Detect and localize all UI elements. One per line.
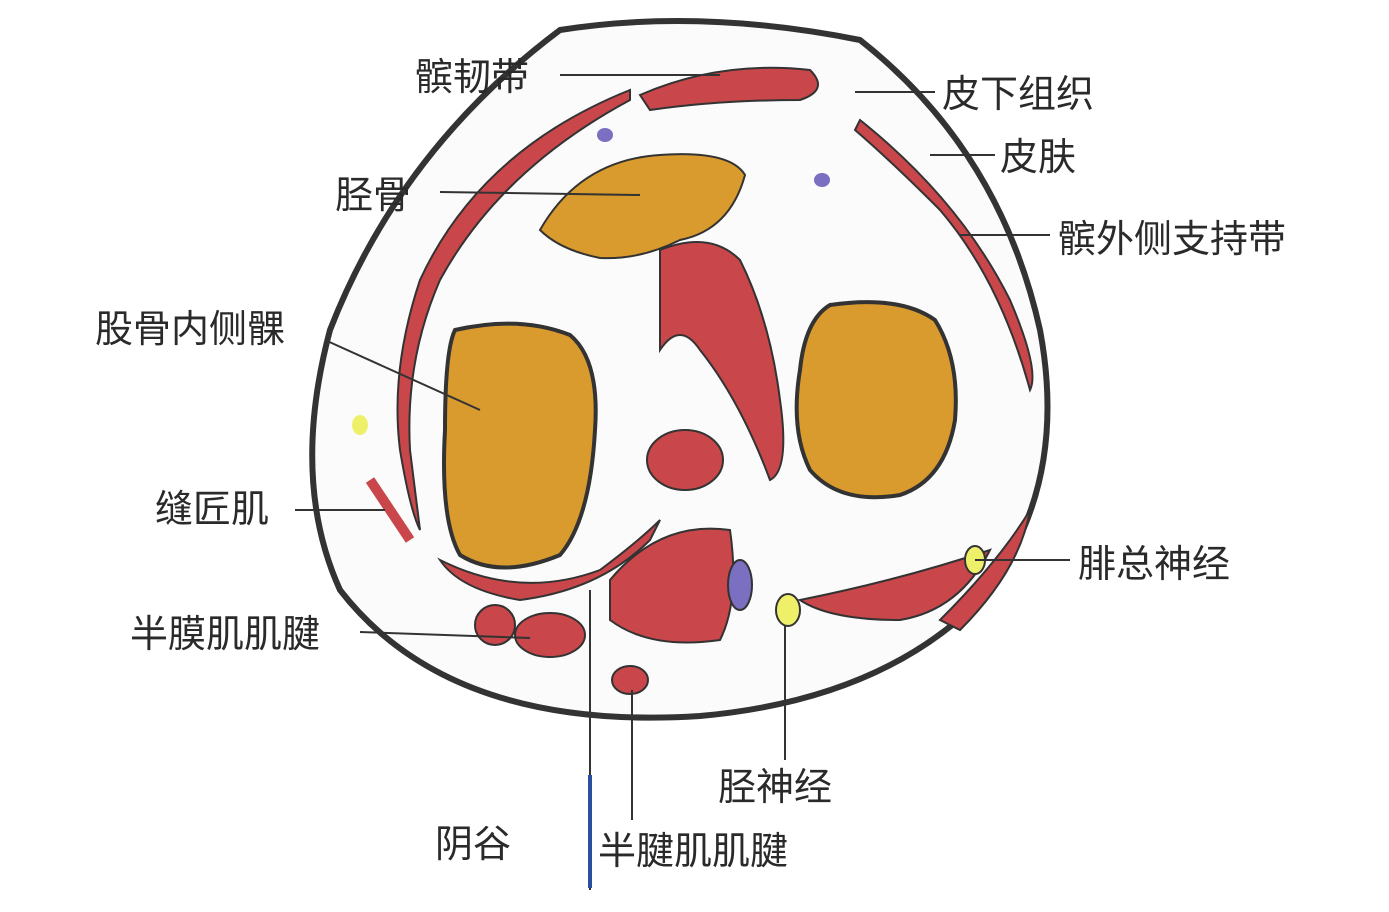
label-tibia: 胫骨 — [335, 173, 412, 217]
medial-femoral-condyle — [442, 321, 598, 570]
label-patellar-ligament: 髌韧带 — [415, 55, 530, 99]
semimembranosus-tendon-2 — [474, 604, 516, 646]
label-common-peroneal-nerve: 腓总神经 — [1078, 542, 1231, 586]
lateral-muscle — [797, 548, 992, 622]
label-lateral-patellar-retinaculum: 髌外侧支持带 — [1058, 217, 1287, 261]
nerve-small — [352, 415, 368, 435]
label-skin: 皮肤 — [1000, 135, 1077, 179]
tibia — [538, 153, 747, 260]
vessel-small — [597, 128, 613, 142]
acl-pcl — [659, 241, 785, 482]
label-medial-femoral-condyle: 股骨内侧髁 — [95, 307, 286, 351]
vessel-small-2 — [814, 173, 830, 187]
popliteal-vein — [727, 559, 753, 611]
label-semitendinosus-tendon: 半腱肌肌腱 — [598, 829, 789, 873]
semitendinosus-tendon — [611, 665, 649, 695]
leader-lines — [295, 74, 1070, 820]
muscle-center — [646, 429, 724, 491]
lateral-femoral-condyle — [794, 300, 958, 500]
medial-meniscus-band — [437, 519, 661, 602]
tibial-nerve — [775, 593, 801, 627]
sartorius — [365, 477, 415, 543]
label-semimembranosus-tendon: 半膜肌肌腱 — [130, 612, 321, 656]
semimembranosus-tendon — [514, 612, 586, 658]
label-sartorius: 缝匠肌 — [155, 487, 270, 531]
label-yingu: 阴谷 — [435, 822, 512, 866]
label-tibial-nerve: 胫神经 — [718, 765, 833, 809]
label-subcutaneous-tissue: 皮下组织 — [942, 72, 1095, 116]
lateral-retinaculum — [853, 118, 1034, 393]
lateral-muscle-2 — [938, 509, 1031, 632]
patellar-ligament — [638, 66, 819, 112]
medial-retinaculum — [396, 88, 631, 531]
